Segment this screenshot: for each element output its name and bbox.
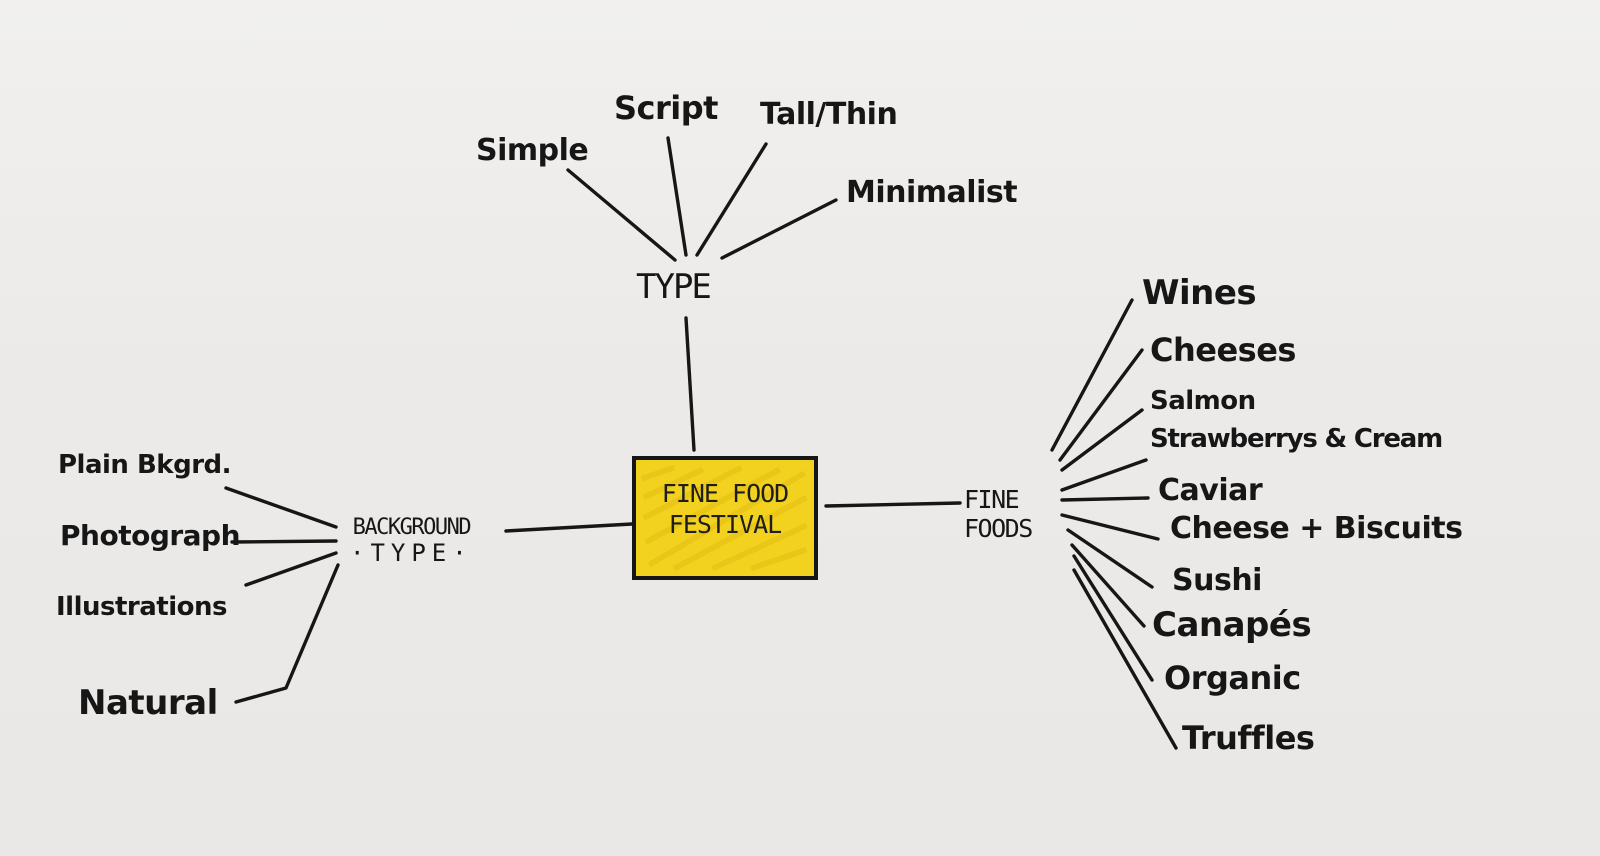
food-item-truffles: Truffles (1182, 719, 1315, 757)
background-item-illustrations: Illustrations (56, 592, 227, 622)
center-title-line1: FINE FOOD (661, 479, 789, 508)
connector-foods-wines (1050, 298, 1134, 452)
connector-center-type (684, 316, 696, 452)
connector-foods-sushi (1066, 528, 1154, 589)
connector-center-background (504, 522, 634, 533)
hub-fine-foods-label: FINE FOODS (964, 485, 1033, 544)
connector-foods-canapes (1070, 543, 1146, 628)
connector-bg-photograph (230, 539, 338, 544)
connector-foods-truffles (1072, 568, 1178, 750)
background-item-plain: Plain Bkgrd. (58, 450, 232, 480)
type-item-minimalist: Minimalist (846, 175, 1018, 210)
hub-type-label: TYPE (636, 267, 712, 307)
food-item-strawberrys: Strawberrys & Cream (1150, 424, 1443, 454)
type-item-tall-thin: Tall/Thin (760, 97, 898, 132)
type-item-simple: Simple (476, 133, 589, 168)
background-item-natural: Natural (78, 683, 218, 723)
highlighter-scribble (640, 464, 808, 572)
food-item-sushi: Sushi (1172, 563, 1262, 598)
food-item-caviar: Caviar (1158, 473, 1263, 508)
connector-bg-natural (234, 563, 340, 704)
food-item-wines: Wines (1142, 273, 1257, 313)
food-item-cheese-biscuits: Cheese + Biscuits (1170, 511, 1463, 546)
food-item-cheeses: Cheeses (1150, 331, 1296, 369)
hub-background-line2: ·TYPE· (350, 539, 473, 568)
food-item-organic: Organic (1164, 659, 1301, 697)
hub-background-label: BACKGROUND ·TYPE· (350, 515, 473, 568)
connector-type-script (666, 136, 688, 257)
connector-foods-strawberrys (1060, 458, 1148, 492)
connector-foods-cheeses (1058, 348, 1144, 462)
food-item-salmon: Salmon (1150, 386, 1256, 416)
food-item-canapes: Canapés (1152, 605, 1312, 645)
hub-fine-foods-line2: FOODS (964, 513, 1033, 543)
connector-foods-cheese-biscuits (1060, 513, 1160, 541)
connector-foods-caviar (1060, 496, 1150, 502)
connector-bg-plain (224, 486, 338, 529)
connector-center-foods (824, 501, 962, 508)
hub-fine-foods-line1: FINE (964, 485, 1020, 514)
background-item-photograph: Photograph (60, 519, 241, 552)
center-node: FINE FOOD FESTIVAL (632, 456, 818, 580)
center-title: FINE FOOD FESTIVAL (636, 478, 814, 541)
connector-type-simple (566, 168, 677, 262)
center-title-line2: FESTIVAL (668, 510, 782, 540)
hub-background-line1: BACKGROUND (352, 515, 472, 540)
connector-foods-organic (1072, 554, 1154, 682)
connector-type-tall-thin (695, 142, 768, 257)
connector-foods-salmon (1060, 408, 1144, 472)
type-item-script: Script (614, 89, 718, 127)
connector-bg-illustrations (244, 551, 338, 587)
connector-type-minimalist (720, 198, 838, 260)
